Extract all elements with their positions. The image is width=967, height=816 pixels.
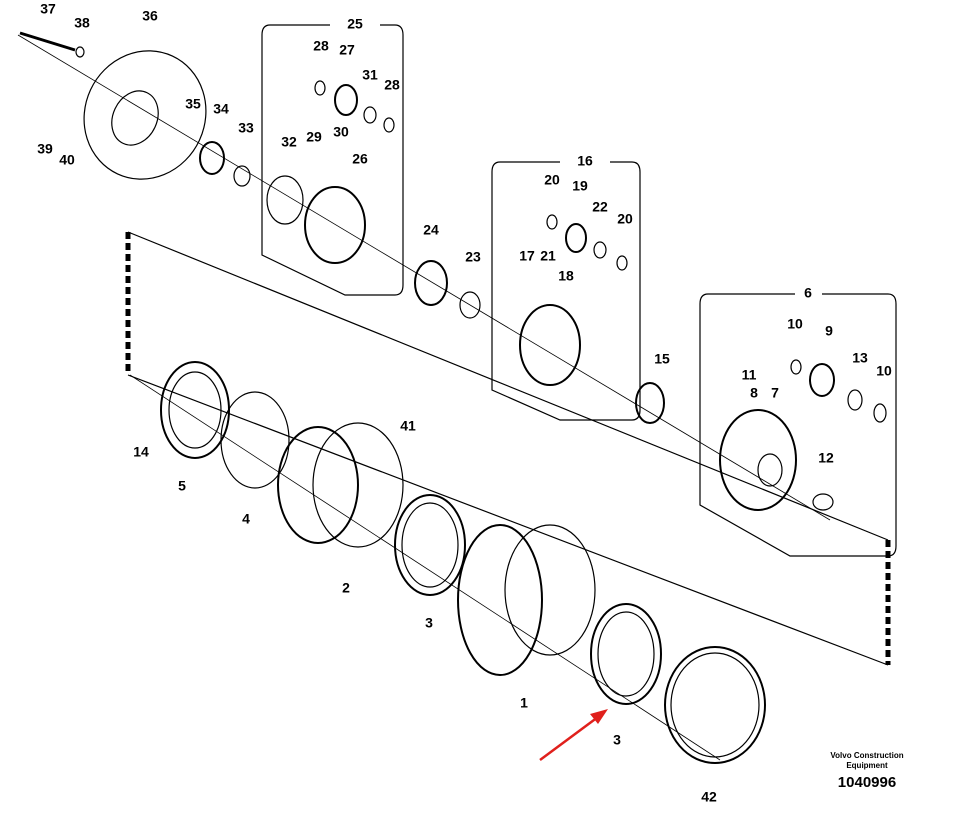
callout-16: 16 [577,153,593,169]
callout-40: 40 [59,152,75,168]
brand-label: Volvo Construction Equipment [830,751,904,770]
callout-24: 24 [423,222,439,238]
callout-17: 17 [519,248,535,264]
callout-20: 20 [544,172,560,188]
callout-38: 38 [74,15,90,31]
callout-12: 12 [818,450,834,466]
callout-35: 35 [185,96,201,112]
callout-8: 8 [750,385,758,401]
callout-27: 27 [339,42,355,58]
callout-42: 42 [701,789,717,805]
callout-32: 32 [281,134,297,150]
callout-30: 30 [333,124,349,140]
callout-28: 28 [313,38,329,54]
callout-15: 15 [654,351,670,367]
callout-26: 26 [352,151,368,167]
callout-25: 25 [347,16,363,32]
callout-1: 1 [520,695,528,711]
callout-36: 36 [142,8,158,24]
callout-18: 18 [558,268,574,284]
callout-6: 6 [804,285,812,301]
callout-5: 5 [178,478,186,494]
callout-19: 19 [572,178,588,194]
callout-41: 41 [400,418,416,434]
callout-11: 11 [742,367,757,383]
callout-34: 34 [213,101,229,117]
callout-20: 20 [617,211,633,227]
callout-10: 10 [787,316,803,332]
callout-3: 3 [613,732,621,748]
highlight-arrow [539,709,608,762]
callout-9: 9 [825,323,833,339]
callout-7: 7 [771,385,779,401]
callout-28: 28 [384,77,400,93]
callout-2: 2 [342,580,350,596]
callout-13: 13 [852,350,868,366]
callout-14: 14 [133,444,149,460]
callout-29: 29 [306,129,322,145]
callout-22: 22 [592,199,608,215]
figure-number: 1040996 [837,774,897,791]
callout-37: 37 [40,1,56,17]
callout-10: 10 [876,363,892,379]
callout-3: 3 [425,615,433,631]
callout-31: 31 [362,67,378,83]
callout-33: 33 [238,120,254,136]
callout-4: 4 [242,511,250,527]
callout-21: 21 [540,248,556,264]
callout-23: 23 [465,249,481,265]
callout-39: 39 [37,141,53,157]
